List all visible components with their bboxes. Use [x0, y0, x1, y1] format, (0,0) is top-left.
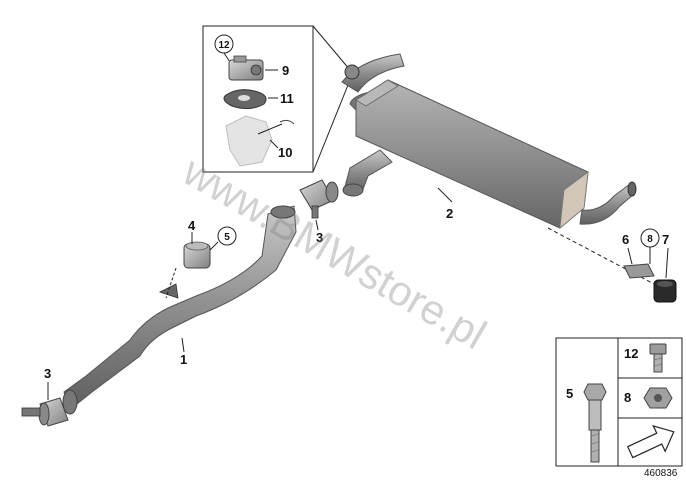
- callout-2[interactable]: 2: [446, 206, 453, 221]
- svg-text:5: 5: [224, 232, 230, 243]
- callout-4[interactable]: 4: [188, 218, 196, 233]
- callout-11[interactable]: 11: [280, 91, 294, 106]
- callout-10[interactable]: 10: [278, 145, 292, 160]
- part-1-front-pipe[interactable]: [62, 205, 297, 415]
- part-11-gasket[interactable]: [223, 89, 278, 110]
- table-label-5: 5: [566, 386, 573, 401]
- callout-6[interactable]: 6: [622, 232, 629, 247]
- table-nut-8[interactable]: [643, 387, 673, 409]
- table-bolt-5[interactable]: [583, 383, 607, 463]
- part-6-bracket[interactable]: [623, 247, 655, 279]
- watermark-text: www.BMWstore.pl: [175, 147, 494, 359]
- part-10-bracket[interactable]: [225, 115, 295, 167]
- table-direction-arrow-icon: [620, 422, 680, 462]
- table-label-8: 8: [624, 390, 631, 405]
- part-4-rubber-mount[interactable]: [165, 232, 211, 299]
- callout-3-lower[interactable]: 3: [44, 366, 51, 381]
- callout-5-circle[interactable]: 5: [209, 226, 237, 251]
- callout-7[interactable]: 7: [662, 232, 669, 247]
- table-label-12: 12: [624, 346, 638, 361]
- callout-9[interactable]: 9: [282, 63, 289, 78]
- callout-12[interactable]: 12: [214, 34, 234, 63]
- diagram-reference-number: 460836: [644, 468, 678, 479]
- svg-text:12: 12: [218, 40, 230, 51]
- table-bolt-12[interactable]: [649, 343, 667, 373]
- callout-8-circle[interactable]: 8: [640, 228, 660, 264]
- part-3-clamp-upper[interactable]: [299, 179, 339, 231]
- part-7-rubber-mount[interactable]: [653, 247, 677, 303]
- part-3-clamp-lower[interactable]: [21, 382, 69, 427]
- callout-1[interactable]: 1: [180, 352, 187, 367]
- callout-3-upper[interactable]: 3: [316, 230, 323, 245]
- svg-text:8: 8: [647, 234, 653, 245]
- part-9-vacuum-valve[interactable]: [228, 55, 278, 81]
- part-2-rear-silencer[interactable]: [341, 53, 637, 229]
